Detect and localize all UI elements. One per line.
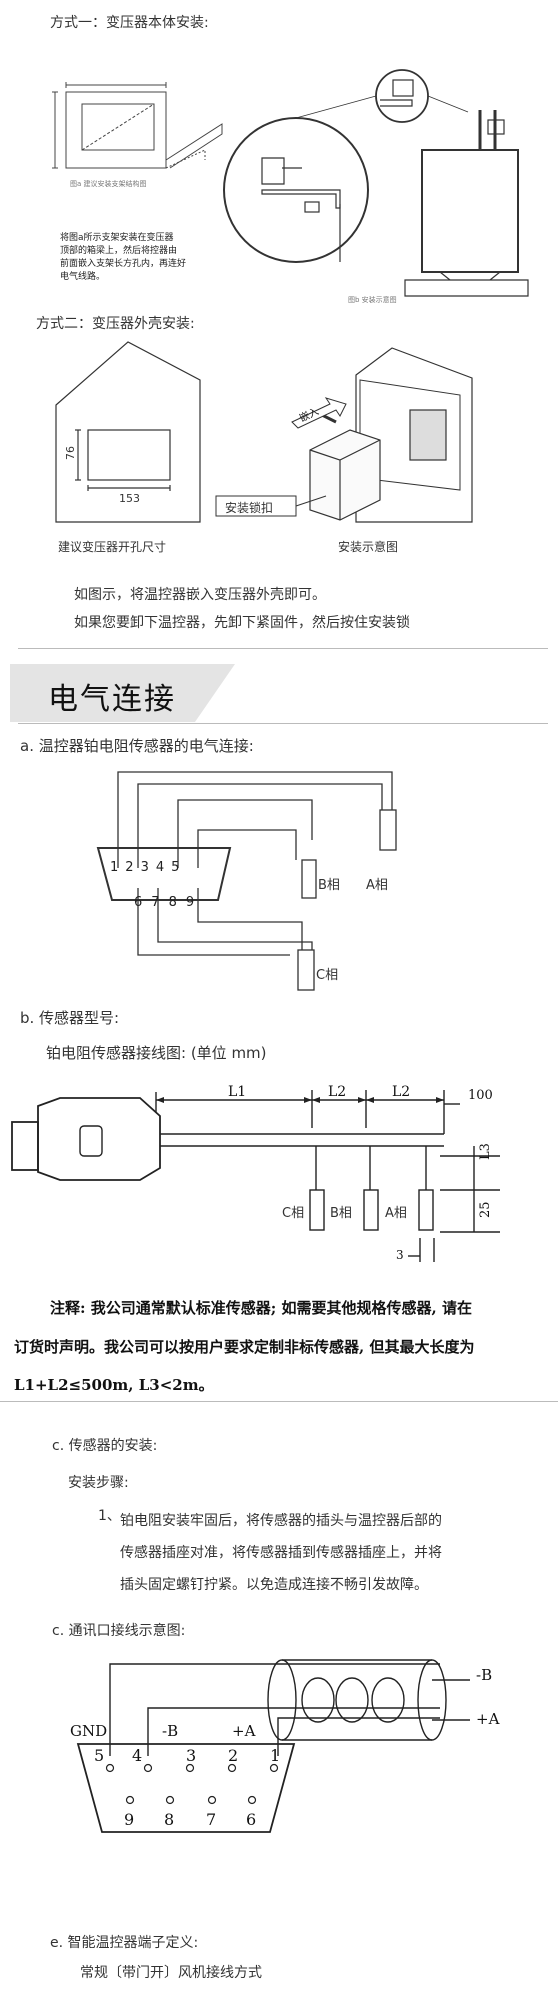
pin: 2 — [228, 1746, 239, 1765]
label-c-phase: C相 — [316, 968, 339, 983]
panel-caption: 建议变压器开孔尺寸 — [58, 540, 167, 554]
comm-port-diagram — [76, 1659, 470, 1833]
lock-label: 安装锁扣 — [225, 501, 274, 515]
pin: 5 — [171, 860, 180, 875]
part-e-sub: 常规〔带门开〕风机接线方式 — [80, 1965, 262, 1981]
dim-l2-second: L2 — [392, 1084, 411, 1100]
dim-153: 153 — [119, 492, 140, 505]
fig-a-caption: 图a 建议安装支架结构图 — [70, 179, 147, 188]
fig-b-caption: 图b 安装示意图 — [348, 295, 397, 304]
pin: 5 — [94, 1746, 105, 1765]
part-b-sub: 铂电阻传感器接线图: (单位 mm) — [46, 1044, 267, 1062]
pin: 3 — [186, 1746, 197, 1765]
section-title-band — [10, 664, 235, 722]
label-c-phase-b: C相 — [282, 1206, 305, 1221]
dim-l2-first: L2 — [328, 1084, 347, 1100]
method2-para1: 如图示，将温控器嵌入变压器外壳即可。 — [74, 587, 326, 603]
pin: 4 — [132, 1746, 143, 1765]
pin: 1 — [110, 860, 119, 875]
method2-heading: 方式二：变压器外壳安装: — [36, 316, 195, 332]
fig-a-note: 将图a所示支架安装在变压器 顶部的箱梁上，然后将控器由 前面嵌入支架长方孔内，再… — [60, 232, 186, 284]
probe-b — [363, 1189, 379, 1231]
part-a-heading: a. 温控器铂电阻传感器的电气连接: — [20, 737, 254, 755]
comm-out-pa: +A — [476, 1710, 500, 1728]
section-divider-bottom — [18, 723, 548, 724]
note-line-1: 注释: 我公司通常默认标准传感器; 如需要其他规格传感器, 请在 — [50, 1299, 472, 1317]
step-line: 铂电阻安装牢固后，将传感器的插头与温控器后部的 — [120, 1513, 442, 1529]
insert-arrow — [291, 397, 347, 429]
install-caption: 安装示意图 — [338, 540, 399, 554]
method2-para2: 如果您要卸下温控器，先卸下紧固件，然后按住安装锁 — [74, 615, 410, 631]
part-c-steps: 安装步骤: — [68, 1475, 129, 1491]
probe-c — [309, 1189, 325, 1231]
step-line: 传感器插座对准，将传感器插到传感器插座上，并将 — [120, 1545, 442, 1561]
fig-a-note-line: 电气线路。 — [60, 272, 106, 282]
label-b-phase: B相 — [318, 878, 340, 893]
pin: 7 — [151, 895, 160, 910]
section-divider — [18, 648, 548, 649]
pin: 7 — [206, 1810, 217, 1829]
pin: 9 — [185, 895, 195, 910]
comm-label-gnd: GND — [70, 1722, 108, 1740]
fig-a-note-line: 将图a所示支架安装在变压器 — [60, 233, 174, 243]
comm-label-nb: -B — [162, 1722, 179, 1740]
step-line: 插头固定螺钉拧紧。以免造成连接不畅引发故障。 — [120, 1577, 428, 1593]
part-c-step-text: 铂电阻安装牢固后，将传感器的插头与温控器后部的 传感器插座对准，将传感器插到传感… — [120, 1505, 442, 1601]
part-c-heading: c. 传感器的安装: — [52, 1438, 158, 1454]
label-a-phase: A相 — [366, 878, 388, 893]
sensor-dimension-diagram — [11, 1090, 500, 1262]
note-line-3: L1+L2≤500m, L3<2m。 — [14, 1376, 214, 1394]
db9-bottom-pins: 6 7 8 9 — [134, 895, 194, 910]
comm-out-nb: -B — [476, 1666, 493, 1684]
note-line-2: 订货时声明。我公司可以按用户要求定制非标传感器, 但其最大长度为 — [14, 1338, 475, 1356]
pin: 8 — [164, 1810, 175, 1829]
fig-a-note-line: 顶部的箱梁上，然后将控器由 — [60, 246, 178, 256]
pin: 2 — [125, 860, 134, 875]
panel-cutout-drawing — [55, 341, 201, 523]
section-title: 电气连接 — [48, 682, 176, 717]
pin: 1 — [270, 1746, 281, 1765]
comm-heading: c. 通讯口接线示意图: — [52, 1623, 186, 1639]
method1-heading: 方式一：变压器本体安装: — [50, 15, 209, 31]
bracket-drawing — [52, 82, 223, 169]
comm-label-pa: +A — [232, 1722, 256, 1740]
dim-l1: L1 — [228, 1084, 247, 1100]
label-a-phase-b: A相 — [385, 1206, 407, 1221]
part-b-heading: b. 传感器型号: — [20, 1009, 120, 1027]
method2-figures: 76 153 嵌入 — [55, 341, 473, 523]
install-drawing — [309, 347, 473, 523]
dim-76: 76 — [64, 446, 77, 460]
probe-a — [418, 1189, 434, 1231]
part-c-step-num: 1、 — [98, 1508, 121, 1524]
part-e-heading: e. 智能温控器端子定义: — [50, 1935, 199, 1951]
dim-100: 100 — [468, 1088, 493, 1103]
method1-figures: 图a 建议安装支架结构图 图b 安装示意图 — [52, 69, 529, 304]
pin: 9 — [124, 1810, 135, 1829]
db9-top-pins: 1 2 3 4 5 — [110, 860, 179, 875]
pin: 3 — [140, 860, 149, 875]
note-divider — [0, 1401, 558, 1402]
mount-drawing — [223, 69, 529, 297]
dim-3: 3 — [396, 1248, 404, 1262]
pin: 6 — [246, 1810, 257, 1829]
db9-wiring-diagram — [96, 771, 397, 991]
pin: 6 — [134, 895, 143, 910]
pin: 8 — [168, 895, 177, 910]
fig-a-note-line: 前面嵌入支架长方孔内，再连好 — [60, 259, 187, 269]
pin: 4 — [155, 860, 165, 875]
label-b-phase-b: B相 — [330, 1206, 352, 1221]
